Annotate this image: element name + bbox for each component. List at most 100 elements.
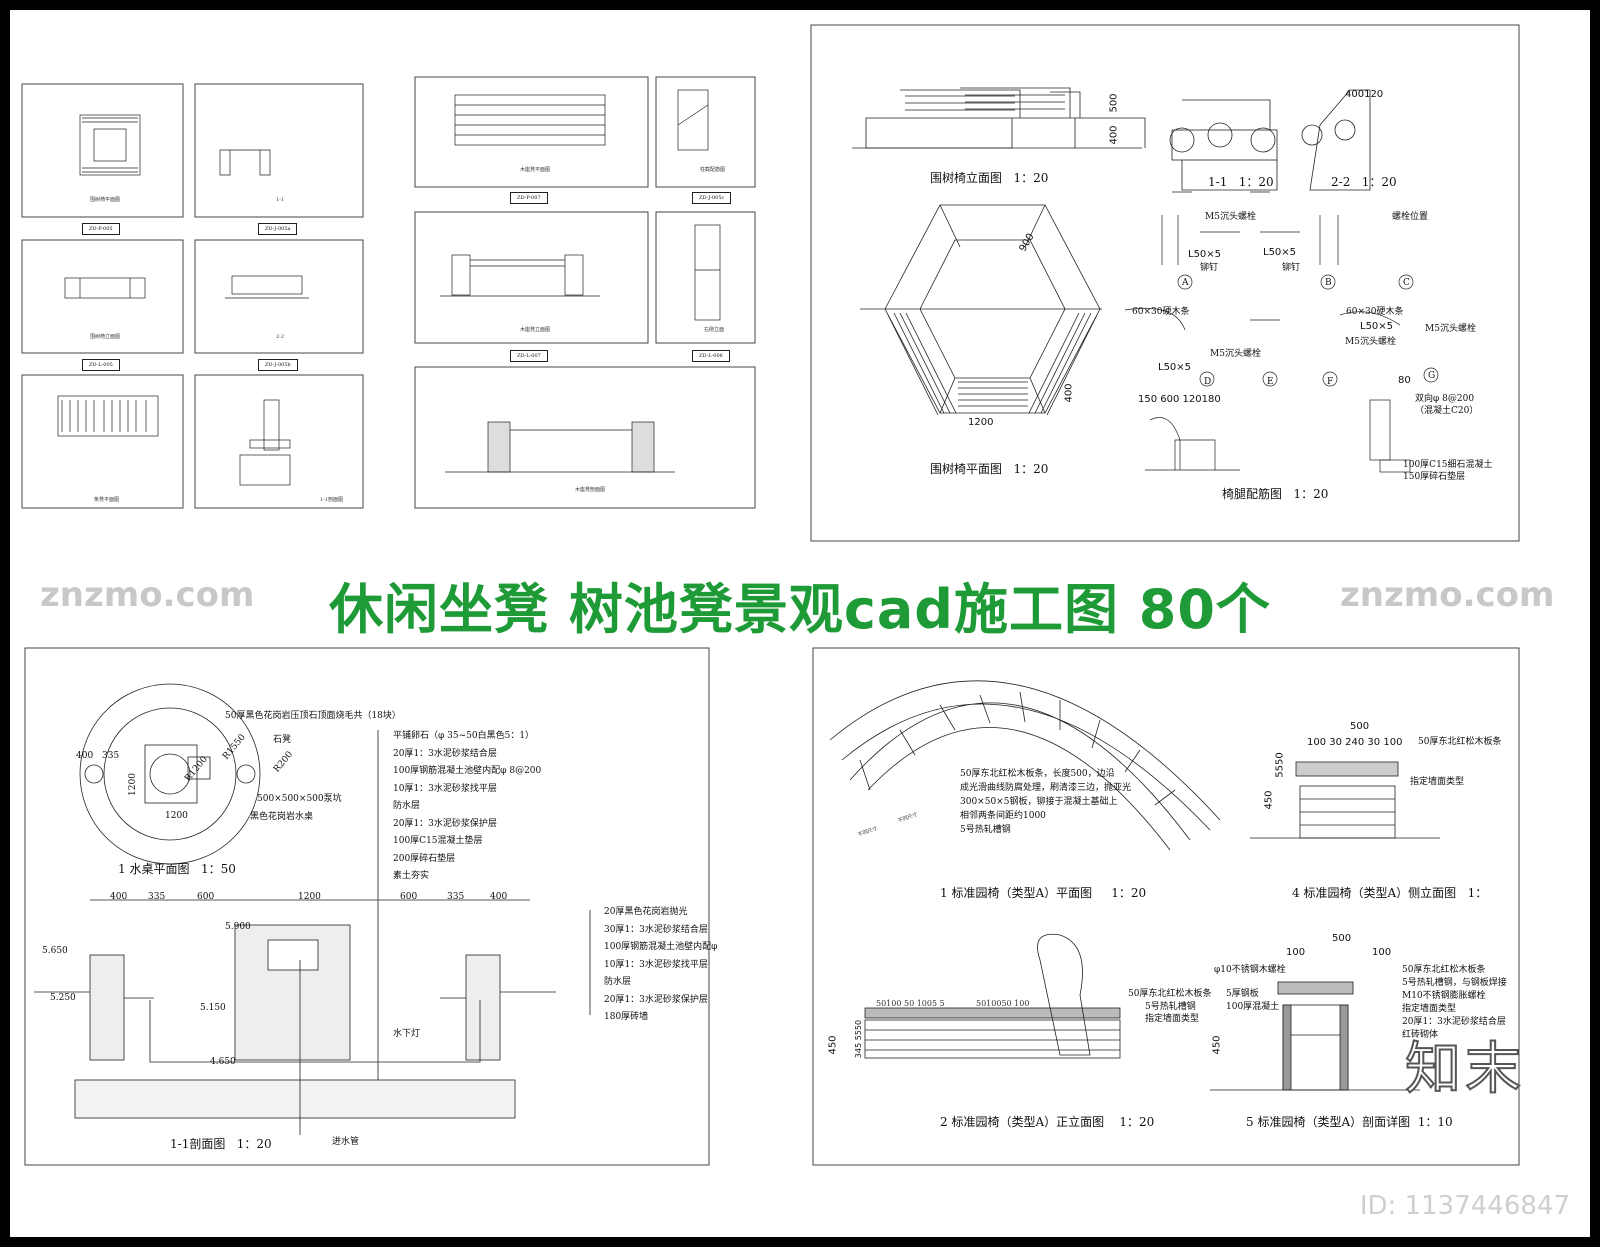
layer-note: 100厚C15混凝土垫层 [393,836,483,846]
title-no: 1 [118,862,126,876]
layer-note: 20厚1：3水泥砂浆保护层 [604,994,708,1005]
note: 螺栓位置 [1392,212,1429,222]
mini-sheet-frames [21,76,756,509]
level: 5.650 [42,946,68,956]
layer-note: 400 [490,892,508,902]
note: M5沉头螺栓 [1345,337,1396,347]
note: 50厚东北红松木板条，长度500，边沿 [960,769,1115,779]
image-id-label: ID: 1137446847 [1359,1191,1570,1221]
detail-mark: B [1325,278,1332,288]
layer-note: 红砖砌体 [1402,1030,1439,1040]
bench-section-2-2 [1301,89,1371,191]
layer-note: 平铺卵石（φ 35~50白黑色5：1） [393,731,535,741]
layer-note: 100厚混凝土 [1226,1002,1280,1012]
curved-bench-plan [829,680,1221,851]
section-title: 5 标准园椅（类型A）剖面详图 1：10 [1246,1116,1453,1128]
water-table-plan [79,683,261,865]
dim: 50100 50 1005 5 [876,999,945,1008]
water-table-section [34,730,591,1135]
layer-note: M10不锈钢膨胀螺栓 [1402,991,1486,1001]
dim: 1200 [968,417,994,428]
note: 双向φ 8@200 [1415,394,1475,404]
layer-note: 20厚1：3水泥砂浆保护层 [393,818,497,829]
front-title: 2 标准园椅（类型A）正立面图 1：20 [940,1116,1154,1128]
section-1-1-title: 1-1 1：20 [1208,176,1274,188]
mini-drawings [57,89,721,486]
dim: 150 600 120180 [1138,394,1221,405]
dim: 400120 [1345,89,1384,100]
note: M5沉头螺栓 [1210,349,1261,359]
scale: 1：20 [1293,487,1329,501]
scale: 1：10 [1417,1115,1453,1129]
note: 石凳 [273,735,292,745]
detail-mark: F [1327,377,1334,387]
layer-note: 100厚钢筋混凝土池壁内配φ 8@200 [393,766,542,776]
note: 黑色花岗岩水桌 [250,812,314,822]
note: 铆钉 [1200,263,1219,273]
sheet-code: ZD-J-005b [258,359,298,371]
note: 进水管 [332,1137,360,1147]
bench-elevation [852,87,1146,149]
layer-note: φ10不锈钢木螺栓 [1214,965,1286,975]
note: 300×50×5钢板，铆接于混凝土基础上 [960,797,1118,807]
note: 50厚东北红松木板条 [1128,989,1212,999]
level: 5.250 [50,993,76,1003]
elevation-title: 围树椅立面图 1：20 [930,172,1048,184]
scale: 1：20 [1111,886,1147,900]
caption: 木座凳立面图 [520,327,551,333]
dim: 5010050 100 [976,999,1030,1008]
title-text: 椅腿配筋图 [1222,487,1283,501]
layer-note: 20厚1：3水泥砂浆结合层 [393,748,497,759]
sheet-code: ZD-L-007 [510,350,548,362]
caption: 条凳平面图 [94,497,120,503]
dim: 400 [1063,383,1075,403]
layer-note: 防水层 [393,801,421,811]
layer-note: 600 [197,892,215,902]
dim: 500 [1108,93,1120,113]
title-text: 标准园椅（类型A）剖面详图 [1257,1115,1411,1129]
title-text: 标准园椅（类型A）侧立面图 [1303,886,1457,900]
title-no: 4 [1292,886,1300,900]
note: 50厚东北红松木板条 [1418,737,1502,747]
scale: 1：20 [236,1137,272,1151]
detail-mark: D [1204,377,1212,387]
plan-title: 围树椅平面图 1：20 [930,463,1048,475]
note: 100厚C15细石混凝土 [1403,460,1493,470]
dim: 5550 [1274,752,1286,778]
section-title: 1-1剖面图 1：20 [170,1138,272,1150]
title-text: 标准园椅（类型A）平面图 [951,886,1093,900]
layer-note: 335 [447,892,465,902]
title-text: 1-1 [1208,175,1228,189]
dim: 100 30 240 30 100 [1307,737,1403,748]
note: 50厚黑色花岗岩压顶石顶面烧毛共（18块） [225,711,401,721]
title-text: 标准园椅（类型A）正立面图 [951,1115,1105,1129]
dim: 400 [76,751,94,761]
dim: 345 5550 [854,1019,864,1059]
watermark-text: znzmo.com [1340,575,1555,615]
layer-note: 10厚1：3水泥砂浆找平层 [604,959,708,970]
plan-title: 1 水桌平面图 1：50 [118,863,236,875]
section-2-2-title: 2-2 1：20 [1331,176,1397,188]
caption: 木座凳剖面图 [575,487,606,493]
detail-mark: A [1182,278,1189,288]
bench-side-elevation [1250,761,1440,839]
drawing-sheet: znzmo.com znzmo.com 围树椅平面图 ZD-P-005 1-1 … [10,10,1590,1237]
title-text: 水桌平面图 [129,862,190,876]
note: 60×30硬木条 [1132,307,1190,317]
layer-note: 50厚东北红松木板条 [1402,965,1486,975]
title-text: 1-1剖面图 [170,1137,226,1151]
scale: 1：20 [1361,175,1397,189]
panel-frame-bottom-left [24,647,710,1166]
layer-note: 10厚1：3水泥砂浆找平层 [393,783,497,794]
caption: 木座凳平面图 [520,167,551,173]
note: M5沉头螺栓 [1425,324,1476,334]
note: M5沉头螺栓 [1205,212,1256,222]
note: L50×5 [1188,249,1222,260]
note: L50×5 [1360,321,1394,332]
detail-mark: E [1267,377,1274,387]
layer-note: 20厚1：3水泥砂浆结合层 [1402,1017,1506,1027]
side-title: 4 标准园椅（类型A）侧立面图 1： [1292,887,1487,899]
note: 150厚碎石垫层 [1403,472,1466,482]
scale: 1：20 [1238,175,1274,189]
note: 5号热轧槽钢 [1145,1002,1196,1012]
